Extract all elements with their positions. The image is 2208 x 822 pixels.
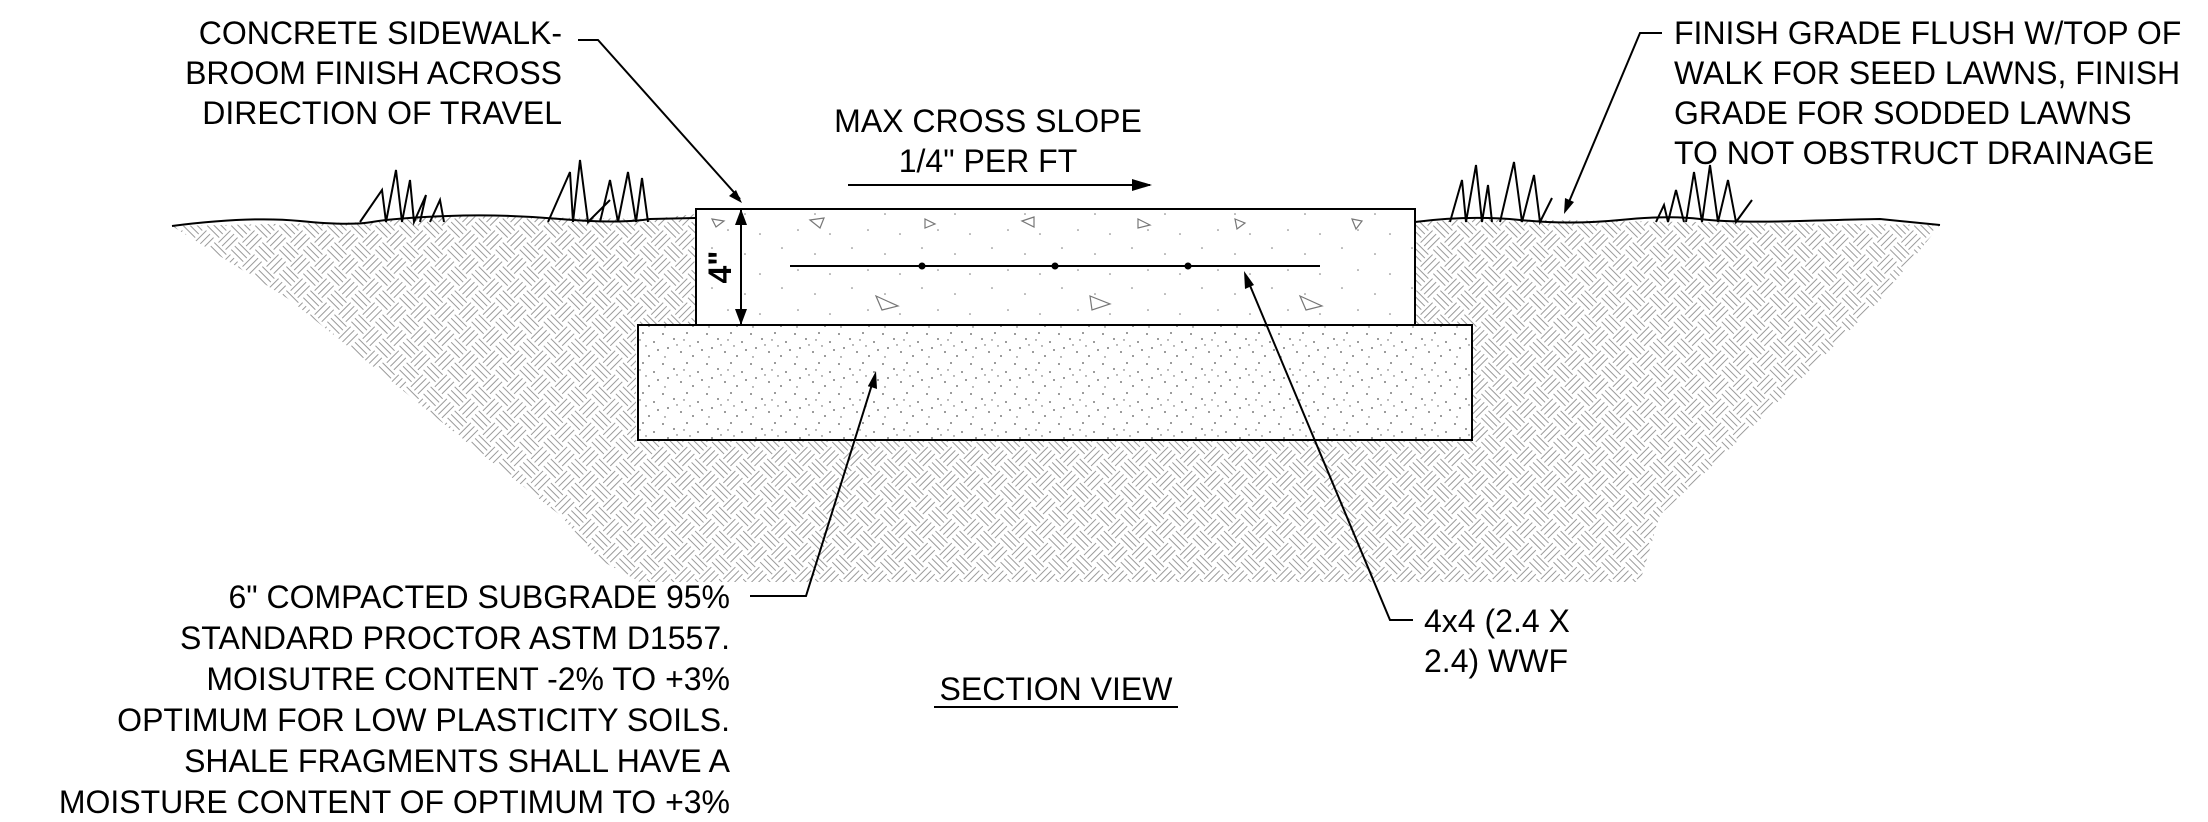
section-title: SECTION VIEW	[934, 671, 1178, 708]
subgrade-layer	[637, 324, 1473, 441]
subgrade-leader	[750, 371, 877, 597]
sidewalk-leader	[578, 39, 742, 203]
grade-note-line-2: WALK FOR SEED LAWNS, FINISH	[1674, 55, 2180, 91]
sidewalk-note-line-3: DIRECTION OF TRAVEL	[202, 95, 562, 131]
sidewalk-note-line-1: CONCRETE SIDEWALK-	[199, 15, 562, 51]
subgrade-note-line-1: 6" COMPACTED SUBGRADE 95%	[228, 579, 730, 615]
slope-note: MAX CROSS SLOPE 1/4" PER FT	[834, 103, 1142, 179]
subgrade-note-line-4: OPTIMUM FOR LOW PLASTICITY SOILS.	[117, 702, 730, 738]
soil-hatch	[172, 214, 1940, 582]
slope-arrow	[848, 179, 1152, 191]
subgrade-note-line-3: MOISUTRE CONTENT -2% TO +3%	[206, 661, 730, 697]
ground-line	[171, 214, 1941, 227]
sidewalk-note-line-2: BROOM FINISH ACROSS	[185, 55, 562, 91]
grade-note: FINISH GRADE FLUSH W/TOP OF WALK FOR SEE…	[1674, 15, 2181, 171]
wwf-leader	[1244, 271, 1413, 621]
sidewalk-note: CONCRETE SIDEWALK- BROOM FINISH ACROSS D…	[185, 15, 562, 131]
grade-leader	[1564, 32, 1662, 214]
grade-note-line-3: GRADE FOR SODDED LAWNS	[1674, 95, 2132, 131]
grass-tufts-left	[359, 159, 649, 226]
subgrade-note: 6" COMPACTED SUBGRADE 95% STANDARD PROCT…	[59, 579, 731, 820]
subgrade-note-line-2: STANDARD PROCTOR ASTM D1557.	[180, 620, 730, 656]
grade-note-line-4: TO NOT OBSTRUCT DRAINAGE	[1674, 135, 2154, 171]
subgrade-note-line-5: SHALE FRAGMENTS SHALL HAVE A	[184, 743, 731, 779]
subgrade-note-line-6: MOISTURE CONTENT OF OPTIMUM TO +3%	[59, 784, 730, 820]
wwf-note-line-1: 4x4 (2.4 X	[1424, 603, 1570, 639]
thickness-label: 4"	[702, 251, 738, 284]
grass-tufts-right	[1449, 161, 1753, 226]
section-view-title: SECTION VIEW	[940, 671, 1174, 707]
wwf-note-line-2: 2.4) WWF	[1424, 643, 1568, 679]
slope-note-line-1: MAX CROSS SLOPE	[834, 103, 1142, 139]
thickness-dimension	[735, 209, 747, 325]
wwf-note: 4x4 (2.4 X 2.4) WWF	[1424, 603, 1570, 679]
slope-note-line-2: 1/4" PER FT	[899, 143, 1078, 179]
wire-fabric	[790, 262, 1320, 270]
grade-note-line-1: FINISH GRADE FLUSH W/TOP OF	[1674, 15, 2181, 51]
